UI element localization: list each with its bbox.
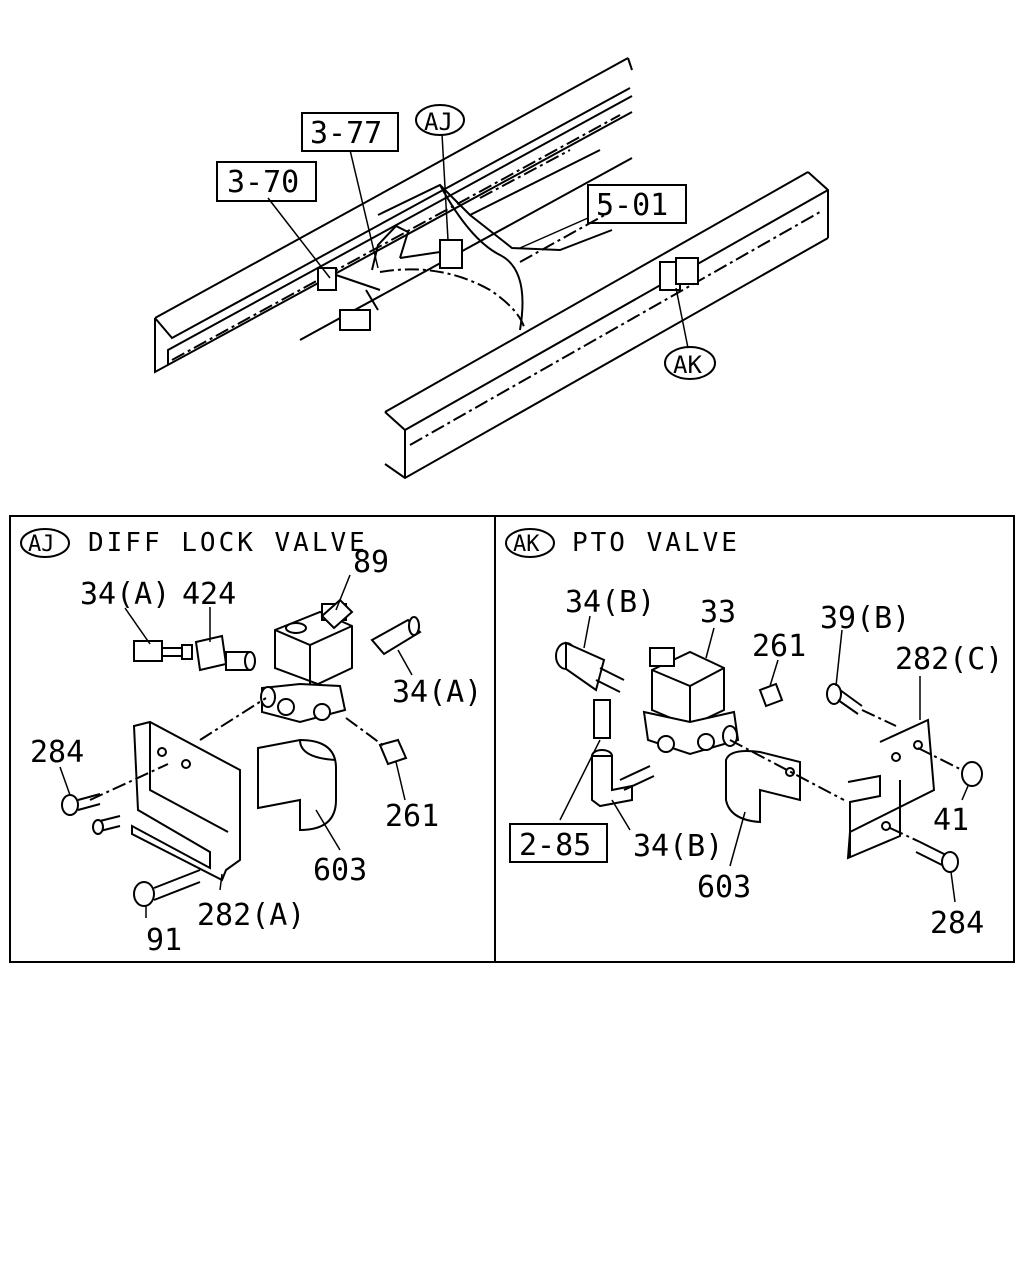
pto-valve-mount [659, 257, 699, 291]
label-282a: 282(A) [197, 898, 305, 933]
callout-aj-label: AJ [424, 108, 453, 136]
panel-ak-title: PTO VALVE [572, 528, 740, 558]
ref-box-3-70 [216, 161, 317, 202]
label-282c: 282(C) [895, 642, 1003, 677]
panel-ak-badge-label: AK [513, 532, 540, 557]
bolt-284-ak [915, 841, 959, 873]
label-34a-left: 34(A) [80, 577, 170, 612]
ref-3-70: 3-70 [227, 165, 299, 200]
label-261-ak: 261 [752, 629, 806, 664]
upper-frame-rail [154, 57, 633, 374]
fitting-34a-right [370, 616, 422, 656]
label-261-aj: 261 [385, 799, 439, 834]
tube-2-85 [593, 699, 611, 739]
ref-3-77: 3-77 [310, 116, 382, 151]
panel-aj-badge-label: AJ [28, 532, 55, 557]
panel-ak-badge [505, 528, 555, 558]
nut-41 [961, 761, 983, 787]
nut-91 [133, 869, 201, 907]
label-41: 41 [933, 803, 969, 838]
callout-aj[interactable] [415, 104, 465, 136]
bolt-39b [826, 683, 863, 715]
label-39b: 39(B) [820, 601, 910, 636]
panel-pto-valve: AK PTO VALVE [505, 528, 1003, 941]
clamp-603-ak [725, 750, 801, 824]
detail-panels-frame [9, 515, 1015, 963]
pto-solenoid-valve [642, 647, 740, 756]
panel-diff-lock-valve: AJ DIFF LOCK VALVE [20, 528, 482, 958]
leader-3-77 [349, 149, 379, 269]
label-91: 91 [146, 923, 182, 958]
fitting-89 [320, 598, 354, 630]
callout-ak[interactable] [664, 346, 716, 380]
label-603-ak: 603 [697, 870, 751, 905]
label-34b-top: 34(B) [565, 585, 655, 620]
axis-line-aj [199, 697, 267, 741]
bracket-282a [131, 720, 241, 882]
cross-member [377, 149, 613, 331]
label-284-ak: 284 [930, 906, 984, 941]
bolt-284-aj [61, 793, 121, 835]
fitting-34b-top [555, 641, 625, 693]
fitting-34a-left [133, 640, 193, 662]
bracket-282c [846, 718, 936, 860]
label-603-aj: 603 [313, 853, 367, 888]
clamp-603-aj [257, 738, 337, 832]
chassis-overview: 3-70 3-77 5-01 AJ AK [154, 57, 829, 480]
label-34b-bottom: 34(B) [633, 829, 723, 864]
diff-lock-valve-mount [317, 224, 463, 331]
leader-5-01 [519, 217, 589, 249]
label-33: 33 [700, 595, 736, 630]
label-34a-right: 34(A) [392, 675, 482, 710]
ref-box-2-85 [509, 823, 608, 863]
plug-261-ak [758, 682, 784, 708]
panel-aj-title: DIFF LOCK VALVE [88, 528, 368, 558]
panel-aj-badge [20, 528, 70, 558]
elbow-424 [194, 634, 256, 672]
label-89: 89 [353, 545, 389, 580]
ref-2-85: 2-85 [519, 828, 591, 863]
leader-3-70 [267, 197, 331, 279]
ref-box-5-01 [587, 184, 687, 224]
ref-box-3-77 [301, 112, 399, 152]
ref-5-01: 5-01 [596, 188, 668, 223]
label-284-aj: 284 [30, 735, 84, 770]
callout-ak-label: AK [673, 351, 702, 379]
fitting-34b-bottom [591, 749, 655, 808]
plug-261-aj [378, 738, 408, 766]
label-424: 424 [182, 577, 236, 612]
leader-ak [675, 287, 689, 349]
leader-aj [441, 133, 449, 241]
